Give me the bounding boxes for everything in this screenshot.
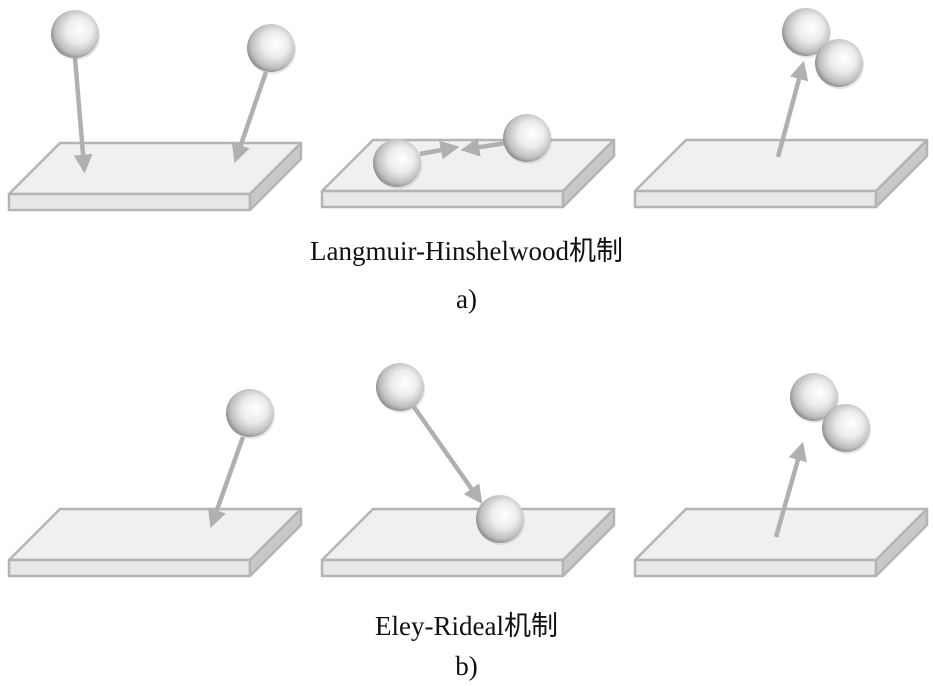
plate-b-3 (633, 507, 929, 578)
arrow-a2-diffuse-right (460, 137, 507, 157)
plate-a-1 (7, 141, 303, 212)
caption-langmuir-hinshelwood-title: Langmuir-Hinshelwood机制 (310, 236, 623, 266)
plate-front-face (633, 189, 878, 209)
arrow-a3-desorb (775, 60, 809, 158)
molecule-a1-right (247, 24, 296, 74)
plate-side-face (248, 507, 303, 578)
product-a3-atom-1 (782, 8, 831, 58)
plate-side-face (561, 507, 616, 578)
sphere-body (782, 8, 830, 56)
molecule-a1-left (51, 10, 100, 60)
plate-side-face (874, 138, 929, 209)
arrow-b2-react (412, 405, 483, 505)
sphere-body (247, 24, 295, 72)
plate-front-face (633, 558, 878, 578)
arrow-b3-desorb (773, 441, 807, 538)
plate-front-face (320, 558, 565, 578)
sphere-body (503, 114, 551, 162)
arrow-a1-adsorb-left (72, 57, 93, 174)
plate-a-3 (633, 138, 929, 209)
sphere-body (226, 389, 274, 437)
plate-front-face (7, 558, 252, 578)
caption-panel-b-label: b) (455, 651, 478, 681)
arrow-a1-adsorb-right (231, 71, 269, 164)
gas-molecule-b2 (376, 363, 425, 413)
sphere-body (51, 10, 99, 58)
plate-b-1 (7, 507, 303, 578)
sphere-body (476, 495, 524, 543)
plate-side-face (561, 138, 616, 209)
adsorbed-molecule-b2 (476, 495, 525, 545)
plate-b-2 (320, 507, 616, 578)
caption-eley-rideal-title: Eley-Rideal机制 (375, 611, 558, 641)
product-a3-atom-2 (815, 39, 864, 89)
sphere-body (822, 404, 870, 452)
sphere-body (373, 139, 421, 187)
plate-side-face (874, 507, 929, 578)
plate-front-face (7, 192, 252, 212)
sphere-body (815, 39, 863, 87)
arrow-a2-diffuse-left (419, 140, 460, 160)
caption-panel-a-label: a) (456, 284, 477, 314)
adsorbed-molecule-a2-left (373, 139, 422, 189)
sphere-body (376, 363, 424, 411)
molecule-b1 (226, 389, 275, 439)
plate-front-face (320, 189, 565, 209)
arrow-b1-adsorb (207, 436, 246, 529)
adsorbed-molecule-a2-right (503, 114, 552, 164)
product-b3-atom-2 (822, 404, 871, 454)
plate-a-2 (320, 138, 616, 209)
sphere-body (790, 373, 838, 421)
product-b3-atom-1 (790, 373, 839, 423)
plate-side-face (248, 141, 303, 212)
